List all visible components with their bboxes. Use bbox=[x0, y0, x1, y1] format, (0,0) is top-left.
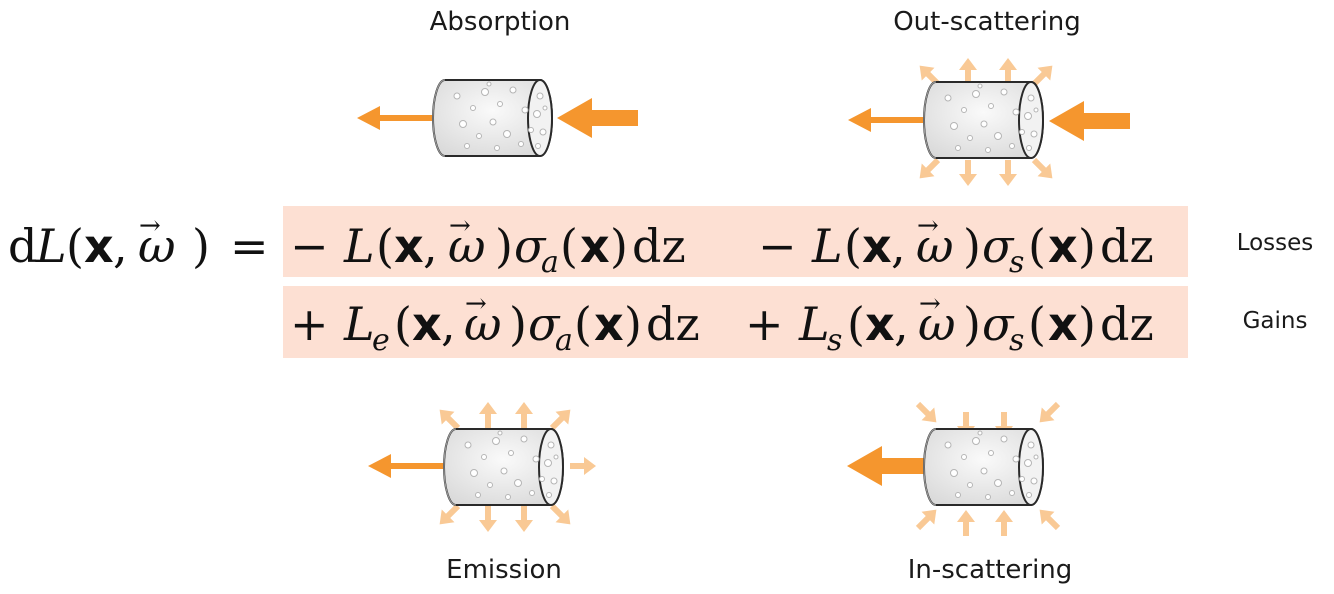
svg-text:σ: σ bbox=[982, 297, 1015, 351]
svg-text:L: L bbox=[811, 219, 843, 273]
svg-text:σ: σ bbox=[514, 219, 547, 273]
svg-text:+: + bbox=[290, 297, 329, 351]
svg-text:dz: dz bbox=[646, 297, 700, 351]
incoming-arrow-icon bbox=[557, 98, 638, 138]
svg-text:→: → bbox=[917, 211, 939, 241]
svg-text:): ) bbox=[495, 219, 513, 273]
svg-text:→: → bbox=[139, 211, 161, 241]
svg-text:→: → bbox=[449, 211, 471, 241]
svg-text:x: x bbox=[1048, 297, 1078, 351]
svg-text:,: , bbox=[441, 297, 456, 351]
svg-text:L: L bbox=[35, 219, 67, 273]
svg-text:s: s bbox=[1009, 245, 1024, 280]
svg-text:(: ( bbox=[847, 297, 865, 351]
svg-text:x: x bbox=[580, 219, 610, 273]
svg-text:): ) bbox=[509, 297, 527, 351]
svg-text:x: x bbox=[394, 219, 424, 273]
absorption-label: Absorption bbox=[430, 7, 571, 37]
svg-text:→: → bbox=[465, 289, 487, 319]
absorption-illustration bbox=[357, 79, 638, 157]
outgoing-arrow-icon bbox=[368, 454, 451, 478]
equation-lhs: d L ( x , ω → ) = bbox=[8, 211, 269, 273]
volume-cylinder-icon bbox=[443, 428, 564, 506]
svg-text:x: x bbox=[412, 297, 442, 351]
svg-text:ω: ω bbox=[448, 219, 486, 273]
svg-text:): ) bbox=[963, 297, 981, 351]
svg-text:L: L bbox=[343, 297, 375, 351]
svg-text:x: x bbox=[862, 219, 892, 273]
volume-cylinder-icon bbox=[432, 79, 553, 157]
svg-text:σ: σ bbox=[982, 219, 1015, 273]
outgoing-arrow-icon bbox=[847, 446, 932, 486]
out-scattering-illustration bbox=[848, 58, 1130, 186]
svg-text:−: − bbox=[290, 219, 329, 273]
svg-text:): ) bbox=[1078, 219, 1096, 273]
emission-label: Emission bbox=[446, 555, 562, 585]
out-scattering-label: Out-scattering bbox=[893, 7, 1081, 37]
svg-text:→: → bbox=[919, 289, 941, 319]
svg-text:(: ( bbox=[574, 297, 592, 351]
svg-text:dz: dz bbox=[1100, 297, 1154, 351]
svg-text:): ) bbox=[610, 219, 628, 273]
svg-text:L: L bbox=[798, 297, 830, 351]
svg-text:ω: ω bbox=[464, 297, 502, 351]
svg-text:,: , bbox=[894, 297, 909, 351]
svg-text:,: , bbox=[113, 219, 128, 273]
svg-text:s: s bbox=[827, 323, 842, 358]
svg-text:): ) bbox=[963, 219, 981, 273]
losses-term-out-scattering: − L ( x , ω → ) σ s ( x ) dz bbox=[758, 211, 1154, 280]
svg-text:a: a bbox=[555, 323, 573, 358]
gains-band bbox=[283, 286, 1188, 358]
svg-text:ω: ω bbox=[138, 219, 176, 273]
svg-text:−: − bbox=[758, 219, 797, 273]
svg-text:s: s bbox=[1009, 323, 1024, 358]
incoming-arrow-icon bbox=[1049, 101, 1130, 141]
outgoing-arrow-icon bbox=[357, 106, 440, 130]
outgoing-arrow-icon bbox=[848, 108, 931, 132]
svg-text:+: + bbox=[745, 297, 784, 351]
losses-term-absorption: − L ( x , ω → ) σ a ( x ) dz bbox=[290, 211, 686, 280]
svg-text:(: ( bbox=[394, 297, 412, 351]
svg-text:ω: ω bbox=[916, 219, 954, 273]
losses-label: Losses bbox=[1237, 230, 1314, 256]
svg-text:e: e bbox=[372, 323, 390, 358]
in-scattering-label: In-scattering bbox=[908, 555, 1073, 585]
losses-band bbox=[283, 206, 1188, 277]
svg-text:x: x bbox=[84, 219, 114, 273]
svg-text:,: , bbox=[891, 219, 906, 273]
svg-text:=: = bbox=[230, 219, 269, 273]
svg-text:): ) bbox=[1078, 297, 1096, 351]
svg-text:(: ( bbox=[844, 219, 862, 273]
gains-term-in-scattering: + L s ( x , ω → ) σ s ( x ) dz bbox=[745, 289, 1154, 358]
gains-label: Gains bbox=[1243, 308, 1308, 334]
svg-text:,: , bbox=[423, 219, 438, 273]
volume-cylinder-icon bbox=[923, 81, 1044, 159]
svg-text:x: x bbox=[865, 297, 895, 351]
svg-text:dz: dz bbox=[632, 219, 686, 273]
in-scattering-illustration bbox=[847, 397, 1065, 536]
svg-text:x: x bbox=[1048, 219, 1078, 273]
volume-cylinder-icon bbox=[923, 428, 1044, 506]
svg-text:x: x bbox=[594, 297, 624, 351]
svg-text:): ) bbox=[624, 297, 642, 351]
svg-text:): ) bbox=[192, 219, 210, 273]
svg-text:dz: dz bbox=[1100, 219, 1154, 273]
svg-text:σ: σ bbox=[528, 297, 561, 351]
svg-text:(: ( bbox=[1028, 297, 1046, 351]
emission-illustration bbox=[368, 402, 596, 532]
svg-text:d: d bbox=[8, 219, 37, 273]
svg-text:(: ( bbox=[560, 219, 578, 273]
svg-text:(: ( bbox=[376, 219, 394, 273]
svg-text:(: ( bbox=[66, 219, 84, 273]
svg-text:(: ( bbox=[1028, 219, 1046, 273]
svg-text:ω: ω bbox=[918, 297, 956, 351]
svg-text:a: a bbox=[541, 245, 559, 280]
svg-text:L: L bbox=[343, 219, 375, 273]
gains-term-emission: + L e ( x , ω → ) σ a ( x ) dz bbox=[290, 289, 700, 358]
